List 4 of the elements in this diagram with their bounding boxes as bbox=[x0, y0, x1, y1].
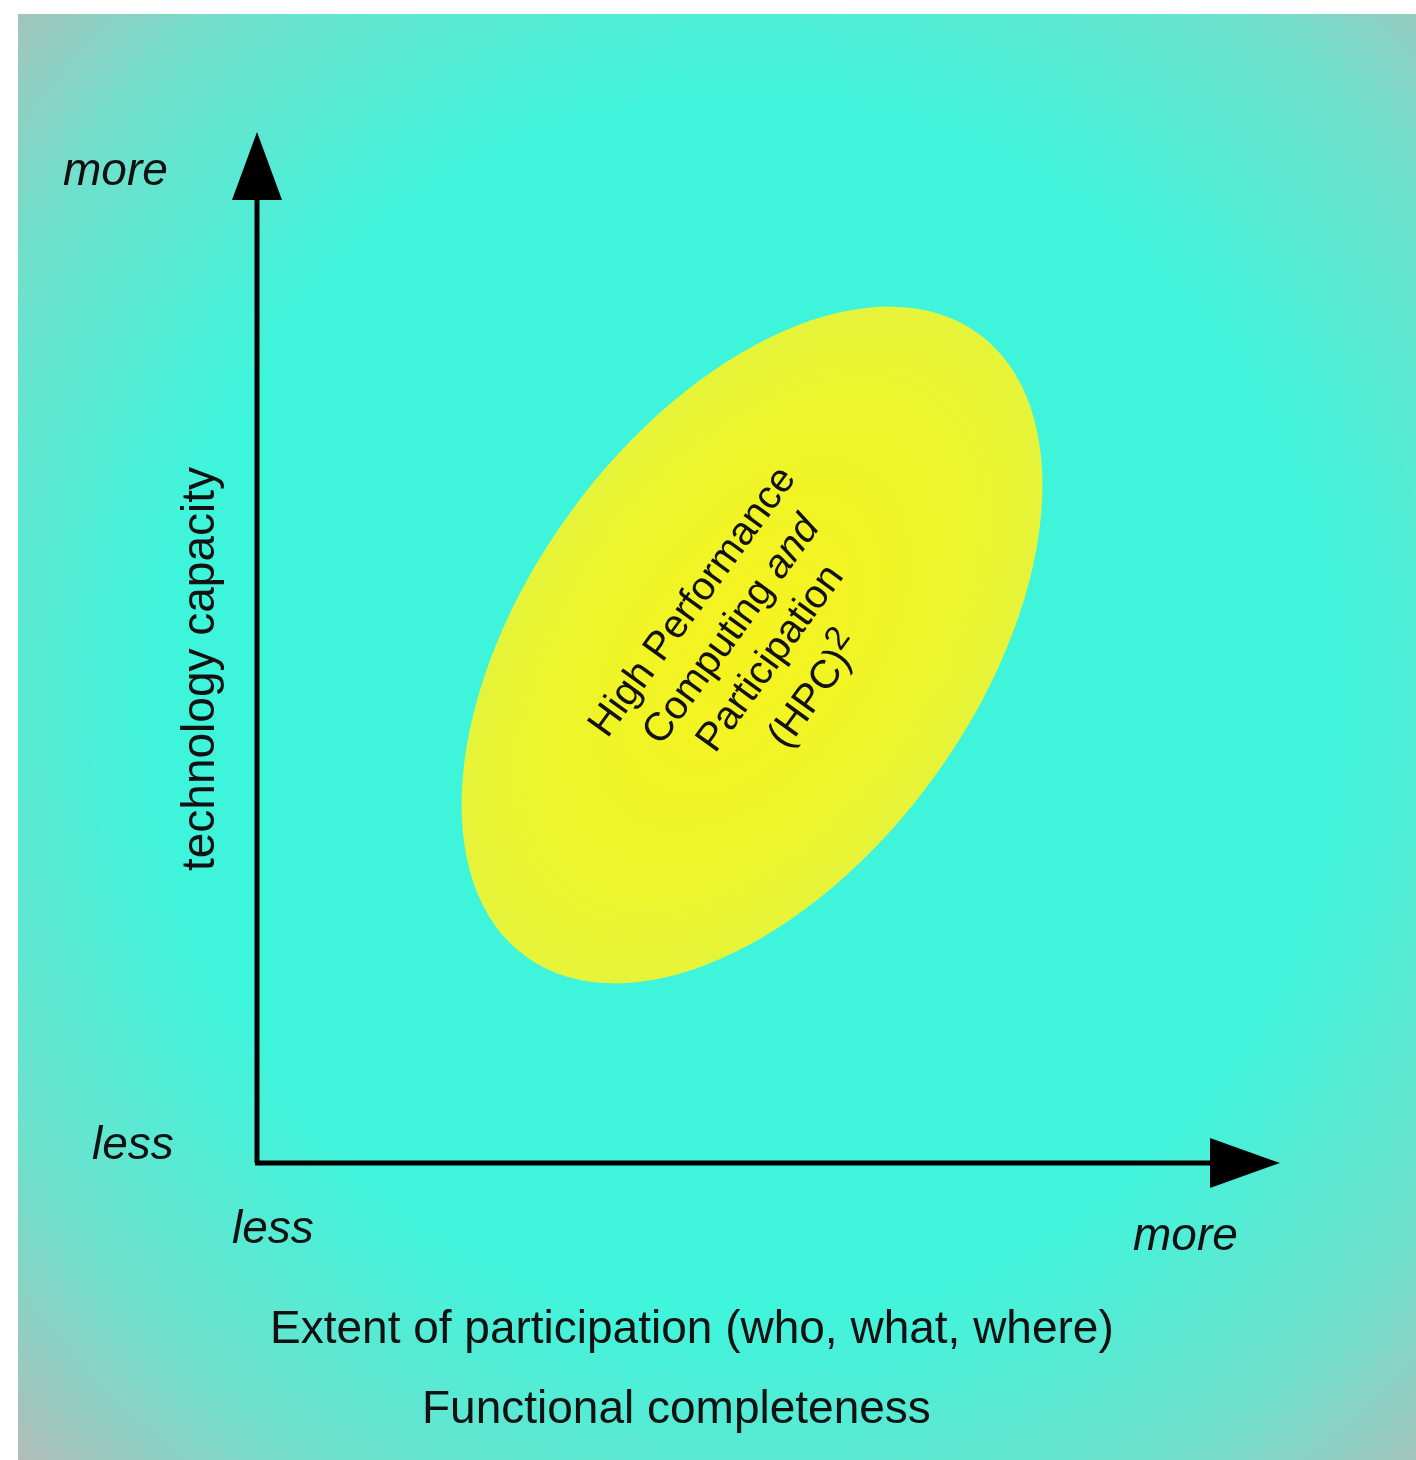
axis-end-label: more bbox=[63, 146, 168, 192]
axis-end-label: more bbox=[1133, 1211, 1238, 1257]
axis-end-label: less bbox=[232, 1204, 314, 1250]
axis-end-label: less bbox=[92, 1120, 174, 1166]
